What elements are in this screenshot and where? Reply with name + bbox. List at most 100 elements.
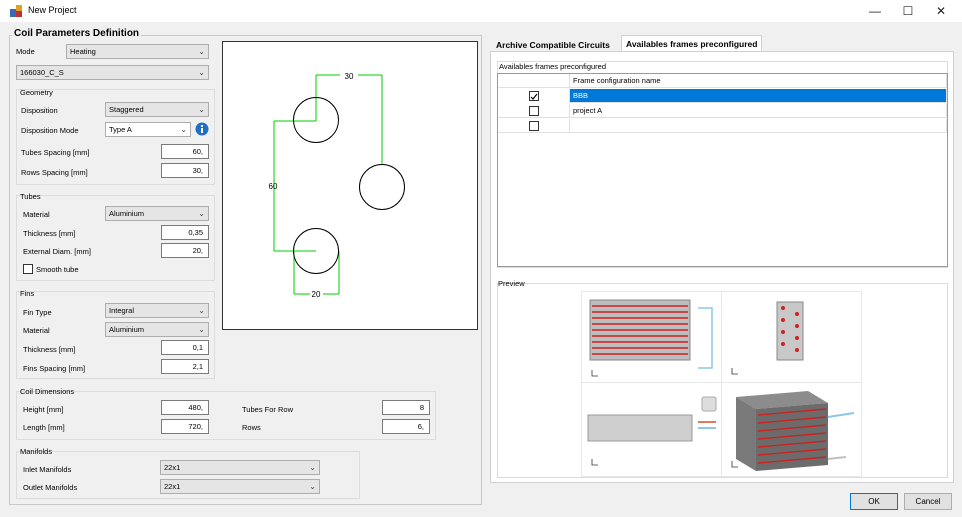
length-input[interactable]: 720, (161, 419, 209, 434)
outlet-manifolds-label: Outlet Manifolds (23, 483, 78, 492)
preview-group (497, 283, 948, 478)
row-name-cell: BBB (570, 89, 947, 103)
disposition-mode-select[interactable]: Type A ⌄ (105, 122, 191, 137)
model-select[interactable]: 166030_C_S ⌄ (16, 65, 209, 80)
chevron-down-icon: ⌄ (180, 125, 187, 134)
chevron-down-icon: ⌄ (198, 68, 205, 77)
model-value: 166030_C_S (20, 68, 64, 77)
fins-spacing-label: Fins Spacing [mm] (23, 364, 86, 373)
manifolds-section (16, 451, 360, 499)
mode-label: Mode (16, 47, 35, 56)
height-label: Height [mm] (23, 405, 64, 414)
fin-type-label: Fin Type (23, 308, 52, 317)
fins-section (16, 291, 215, 379)
row-checkbox[interactable] (529, 106, 539, 116)
coil-3d-image (731, 391, 855, 471)
outlet-manifolds-select[interactable]: 22x1 ⌄ (160, 479, 320, 494)
fins-material-select[interactable]: Aluminium ⌄ (105, 322, 209, 337)
mode-value: Heating (70, 47, 96, 56)
row-checkbox[interactable] (529, 91, 539, 101)
rows-label: Rows (242, 423, 261, 432)
inlet-manifolds-label: Inlet Manifolds (23, 465, 72, 474)
mode-select[interactable]: Heating ⌄ (66, 44, 209, 59)
row-checkbox[interactable] (529, 121, 539, 131)
check-icon (530, 93, 538, 100)
table-row[interactable]: BBB (498, 89, 947, 103)
chevron-down-icon: ⌄ (198, 325, 205, 334)
height-input[interactable]: 480, (161, 400, 209, 415)
smooth-tube-label: Smooth tube (36, 265, 79, 274)
external-diam-label: External Diam. [mm] (23, 247, 91, 256)
inlet-manifolds-select[interactable]: 22x1 ⌄ (160, 460, 320, 475)
fins-thickness-input[interactable]: 0,1 (161, 340, 209, 355)
grid-header-row: Frame configuration name (498, 74, 947, 88)
row-check-cell (498, 104, 570, 118)
disposition-select[interactable]: Staggered ⌄ (105, 102, 209, 117)
manifolds-title: Manifolds (20, 447, 53, 456)
info-icon[interactable] (195, 122, 209, 136)
fin-type-select[interactable]: Integral ⌄ (105, 303, 209, 318)
bottom-dimension-label: 20 (312, 290, 321, 299)
disposition-label: Disposition (21, 106, 58, 115)
rows-spacing-label: Rows Spacing [mm] (21, 168, 88, 177)
length-label: Length [mm] (23, 423, 65, 432)
chevron-down-icon: ⌄ (198, 209, 205, 218)
fins-title: Fins (20, 289, 35, 298)
outlet-manifolds-value: 22x1 (164, 482, 181, 491)
tab-availables-frames[interactable]: Availables frames preconfigured (621, 35, 763, 51)
title-bar: New Project — ☐ ✕ (0, 0, 962, 22)
rows-input[interactable]: 6, (382, 419, 430, 434)
external-diam-input[interactable]: 20, (161, 243, 209, 258)
grid-header-check (498, 74, 570, 88)
grid-header-name[interactable]: Frame configuration name (570, 74, 947, 88)
coil-parameters-group (9, 35, 482, 505)
close-button[interactable]: ✕ (935, 4, 947, 18)
fins-spacing-input[interactable]: 2,1 (161, 359, 209, 374)
tubes-spacing-label: Tubes Spacing [mm] (21, 148, 90, 157)
left-dimension-label: 60 (269, 182, 278, 191)
tubes-for-row-input[interactable]: 8 (382, 400, 430, 415)
tubes-thickness-input[interactable]: 0,35 (161, 225, 209, 240)
preview-3d-view (722, 383, 861, 476)
tab-archive-compatible-circuits[interactable]: Archive Compatible Circuits (496, 40, 610, 50)
tubes-material-label: Material (23, 210, 50, 219)
chevron-down-icon: ⌄ (309, 463, 316, 472)
row-name-cell (570, 119, 947, 133)
disposition-mode-label: Disposition Mode (21, 126, 79, 135)
tubes-material-select[interactable]: Aluminium ⌄ (105, 206, 209, 221)
preview-front-view (582, 292, 721, 382)
app-icon (10, 5, 22, 17)
disposition-mode-value: Type A (109, 125, 132, 134)
geometry-section (16, 89, 215, 185)
preview-side-view (722, 292, 861, 382)
tubes-for-row-label: Tubes For Row (242, 405, 293, 414)
fins-thickness-label: Thickness [mm] (23, 345, 76, 354)
tubes-spacing-input[interactable]: 60, (161, 144, 209, 159)
table-row[interactable] (498, 119, 947, 133)
coil-dimensions-section (16, 391, 436, 440)
chevron-down-icon: ⌄ (198, 105, 205, 114)
table-row[interactable]: project A (498, 104, 947, 118)
tubes-section (16, 195, 215, 281)
coil-top-image (587, 396, 717, 466)
chevron-down-icon: ⌄ (309, 482, 316, 491)
row-check-cell (498, 89, 570, 103)
maximize-button[interactable]: ☐ (902, 4, 914, 18)
frames-grid: Frame configuration name BBB project A (497, 73, 948, 267)
frames-group-title: Availables frames preconfigured (499, 62, 607, 71)
fins-material-value: Aluminium (109, 325, 145, 334)
coil-front-image (589, 299, 713, 377)
rows-spacing-input[interactable]: 30, (161, 163, 209, 178)
minimize-button[interactable]: — (869, 4, 881, 18)
preview-title: Preview (498, 279, 525, 288)
geometry-title: Geometry (20, 88, 53, 97)
ok-button[interactable]: OK (850, 493, 898, 510)
coil-side-image (731, 301, 804, 375)
preview-top-view (582, 383, 721, 476)
chevron-down-icon: ⌄ (198, 47, 205, 56)
cancel-button[interactable]: Cancel (904, 493, 952, 510)
smooth-tube-checkbox[interactable] (23, 264, 33, 274)
row-name-cell: project A (570, 104, 947, 118)
row-check-cell (498, 119, 570, 133)
tube-layout-diagram: 30 60 20 (222, 41, 478, 330)
